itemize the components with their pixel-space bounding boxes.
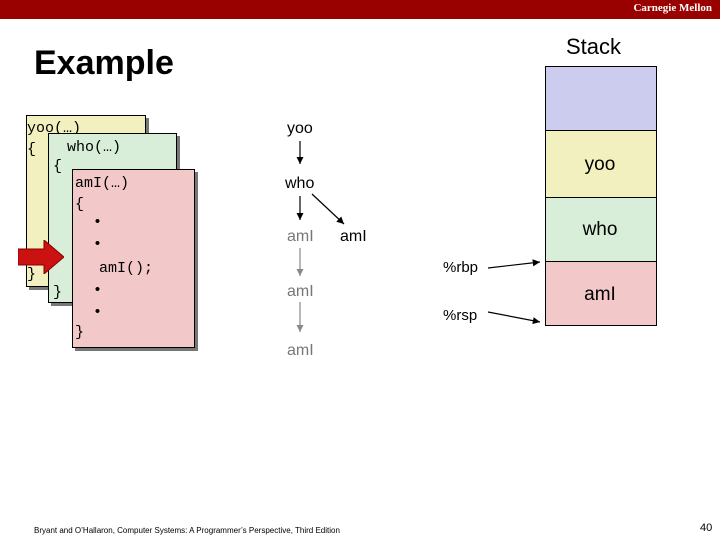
ami-line-end: }	[75, 324, 85, 341]
ami-line-4: •	[75, 236, 103, 253]
who-line-end: }	[53, 284, 63, 301]
ami-line-2: {	[75, 196, 85, 213]
footer-citation: Bryant and O’Hallaron, Computer Systems:…	[34, 526, 340, 535]
who-line-2: {	[53, 158, 63, 175]
yoo-line-end: }	[27, 266, 37, 283]
ami-line-7: •	[75, 304, 103, 321]
ami-line-5: amI();	[81, 260, 154, 277]
yoo-line-2: {	[27, 141, 37, 158]
stack-label-who: who	[582, 219, 618, 240]
stack-slot-empty	[545, 66, 657, 131]
stack-label-ami: amI	[584, 284, 616, 305]
rsp-label: %rsp	[443, 307, 478, 324]
edge-who-ami-right	[311, 193, 345, 225]
stack-label-yoo: yoo	[584, 154, 616, 175]
brand-label: Carnegie Mellon	[633, 2, 712, 14]
tree-node-ami-3: amI	[287, 283, 314, 300]
stack-slot-ami	[545, 261, 657, 326]
who-line-1: who(…)	[67, 139, 122, 156]
slide-title: Example	[34, 44, 174, 82]
tree-node-yoo: yoo	[287, 120, 313, 137]
current-line-arrow-icon	[18, 240, 64, 274]
ami-line-3: •	[75, 214, 103, 231]
rbp-label: %rbp	[443, 259, 479, 276]
tree-node-who: who	[285, 175, 315, 192]
stack-slot-who	[545, 197, 657, 262]
page-number: 40	[700, 522, 713, 534]
ami-line-6: •	[75, 282, 103, 299]
tree-node-ami-2: amI	[340, 228, 367, 245]
rsp-arrow	[487, 311, 541, 325]
tree-node-ami-1: amI	[287, 228, 314, 245]
header-bar: Carnegie Mellon	[0, 0, 720, 19]
tree-node-ami-4: amI	[287, 342, 314, 359]
rbp-arrow	[487, 259, 541, 269]
stack-title: Stack	[566, 34, 622, 59]
ami-line-1: amI(…)	[75, 175, 130, 192]
code-frame-ami: amI(…) { • • amI(); • • }	[72, 169, 195, 348]
yoo-line-1: yoo(…)	[27, 120, 82, 137]
